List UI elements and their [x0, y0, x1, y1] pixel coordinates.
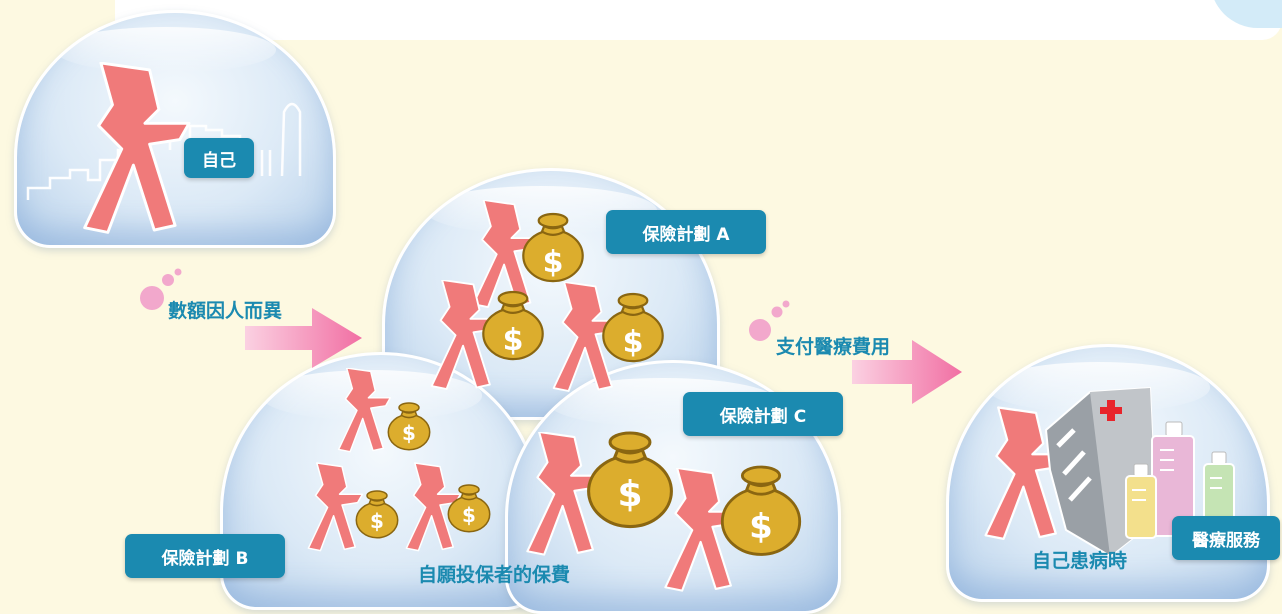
dome-highlight — [54, 26, 277, 74]
dollar-sign: $ — [623, 325, 644, 360]
dollar-sign: $ — [617, 474, 642, 515]
dollar-sign: $ — [503, 323, 524, 358]
amount-varies-text: 數額因人而異 — [168, 300, 283, 322]
plan-a-label: 保險計劃 A — [606, 210, 766, 254]
pay-medical-text: 支付醫療費用 — [776, 336, 891, 358]
premiums-text: 自願投保者的保費 — [418, 564, 571, 586]
person-figure-icon — [83, 62, 191, 234]
medical-service-label: 醫療服務 — [1172, 516, 1280, 560]
dollar-sign: $ — [462, 503, 476, 527]
person-figure-icon — [307, 462, 364, 552]
dollar-sign: $ — [749, 507, 773, 547]
pink-bubble-icon — [749, 300, 790, 341]
header-band — [115, 0, 1282, 40]
self-label: 自己 — [184, 138, 254, 178]
dollar-sign: $ — [543, 245, 564, 280]
person-figure-icon — [337, 368, 391, 453]
plan-c-label: 保險計劃 C — [683, 392, 843, 436]
when-ill-text: 自己患病時 — [1032, 550, 1128, 572]
plan-b-label: 保險計劃 B — [125, 534, 285, 578]
medicine-bottle-icon — [1125, 463, 1157, 539]
pink-arrow-icon — [245, 308, 362, 368]
pink-bubble-icon — [140, 268, 182, 310]
dollar-sign: $ — [370, 509, 384, 533]
pink-arrow-icon — [852, 340, 962, 404]
dollar-sign: $ — [402, 421, 416, 445]
